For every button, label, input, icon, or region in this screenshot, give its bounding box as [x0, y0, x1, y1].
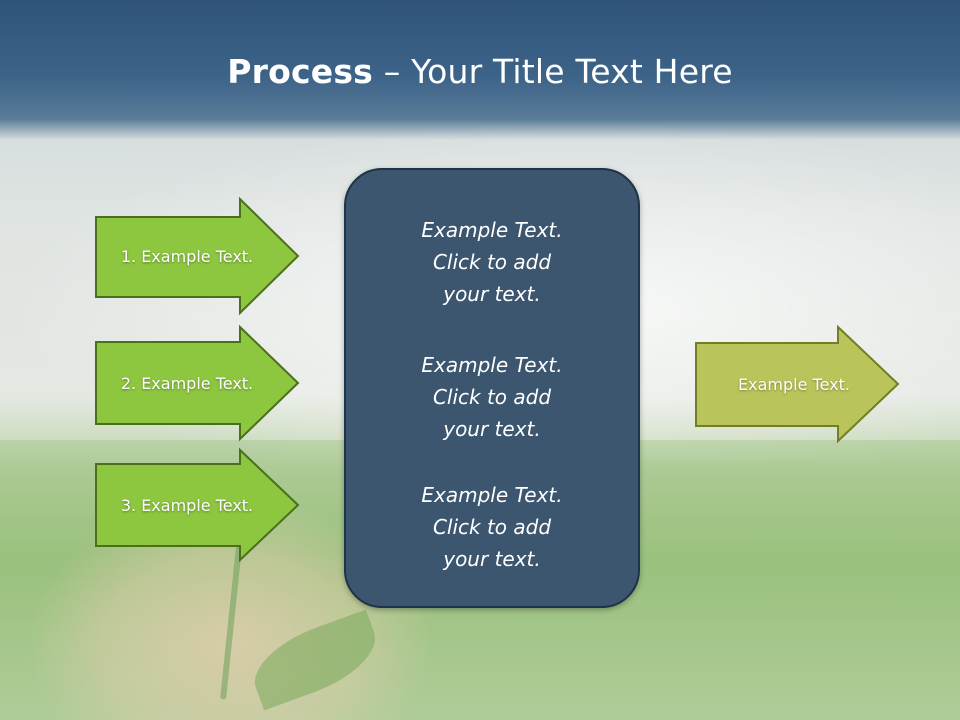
arrow-shape-icon [95, 196, 300, 316]
left-arrow-3[interactable]: 3. Example Text. [95, 447, 300, 563]
right-arrow-label: Example Text. [738, 374, 850, 394]
panel-block-1-line-1: Example Text. [421, 218, 563, 242]
left-arrow-2-label: 2. Example Text. [120, 373, 254, 393]
title-bold: Process [227, 52, 374, 91]
left-arrow-2[interactable]: 2. Example Text. [95, 324, 300, 442]
left-arrow-1[interactable]: 1. Example Text. [95, 196, 300, 316]
left-arrow-1-label: 1. Example Text. [120, 246, 254, 266]
panel-text-block-3: Example Text. Click to add your text. [346, 479, 638, 575]
panel-block-2-line-1: Example Text. [421, 353, 563, 377]
arrow-shape-icon [695, 324, 900, 444]
panel-text-block-1: Example Text. Click to add your text. [346, 214, 638, 310]
panel-block-1-line-3: your text. [443, 282, 541, 306]
title-rest: – Your Title Text Here [373, 52, 733, 91]
arrow-shape-icon [95, 324, 300, 442]
panel-block-3-line-1: Example Text. [421, 483, 563, 507]
slide-title[interactable]: Process – Your Title Text Here [0, 52, 960, 91]
panel-block-3-line-3: your text. [443, 547, 541, 571]
left-arrow-3-label: 3. Example Text. [120, 495, 254, 515]
panel-block-2-line-3: your text. [443, 417, 541, 441]
content-panel[interactable]: Example Text. Click to add your text. Ex… [344, 168, 640, 608]
panel-block-2-line-2: Click to add [432, 385, 552, 409]
panel-text-block-2: Example Text. Click to add your text. [346, 349, 638, 445]
panel-block-1-line-2: Click to add [432, 250, 552, 274]
right-arrow[interactable]: Example Text. [695, 324, 900, 444]
arrow-shape-icon [95, 447, 300, 563]
panel-block-3-line-2: Click to add [432, 515, 552, 539]
title-band [0, 0, 960, 140]
